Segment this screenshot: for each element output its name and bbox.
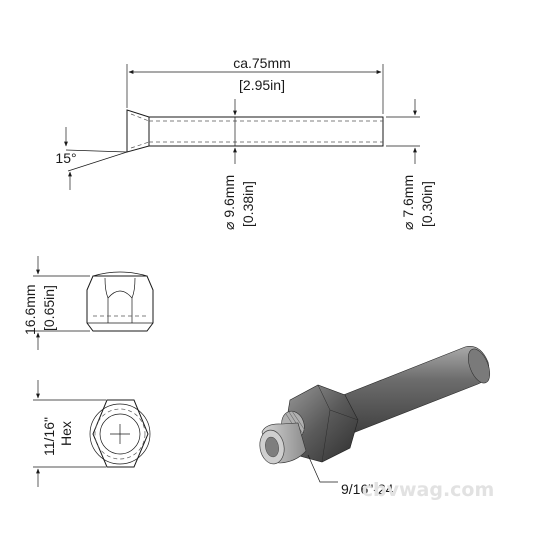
length-in-label: [2.95in] — [239, 77, 285, 93]
watermark-text: cbvwag.com — [362, 479, 495, 501]
length-dimension: ca.75mm [2.95in] — [126, 55, 384, 114]
tube-body — [148, 116, 384, 147]
thread-callout: 9/16"-24 — [307, 454, 394, 497]
hex-dimension: 11/16" Hex — [33, 380, 106, 487]
outer-diameter-dimension: ⌀ 9.6mm [0.38in] — [221, 99, 256, 230]
angle-reference-line — [65, 149, 128, 153]
hex-size-label: 11/16" — [41, 417, 57, 456]
tube-side-view — [126, 109, 384, 153]
nut-top-curve — [92, 271, 148, 277]
od-mm-label: ⌀ 9.6mm — [221, 175, 237, 230]
length-mm-label: ca.75mm — [233, 55, 291, 71]
nut-height-dimension: 16.6mm [0.65in] — [22, 256, 90, 350]
nut-face-arc — [107, 290, 133, 299]
end-diameter-dimension: ⌀ 7.6mm [0.30in] — [386, 99, 435, 230]
thread-circle — [94, 408, 146, 460]
render-bore — [265, 436, 279, 458]
render-tube-end — [467, 348, 491, 384]
hex-word-label: Hex — [58, 421, 74, 446]
bore-circle — [99, 413, 141, 455]
nut-height-in-label: [0.65in] — [41, 285, 57, 331]
angle-label: 15° — [55, 150, 76, 166]
angle-flare-line — [67, 151, 128, 172]
thread-leader-line — [307, 454, 338, 483]
nut-side-view — [86, 271, 154, 332]
nut-height-mm-label: 16.6mm — [22, 284, 38, 335]
hex-outline — [92, 399, 149, 468]
end-mm-label: ⌀ 7.6mm — [400, 175, 416, 230]
render-nut-edge-2 — [329, 409, 359, 421]
thread-label: 9/16"-24 — [341, 481, 394, 497]
od-in-label: [0.38in] — [240, 181, 256, 227]
render-tube — [317, 346, 490, 441]
nut-chamfer-lines — [104, 277, 136, 299]
flare-inner-top — [130, 113, 150, 122]
nut-end-view — [89, 399, 151, 468]
flare-inner-bottom — [130, 141, 150, 149]
fitting-3d-render — [259, 346, 491, 465]
hex-chamfer-circle — [89, 403, 151, 465]
angle-dimension: 15° — [55, 127, 128, 190]
end-in-label: [0.30in] — [419, 181, 435, 227]
